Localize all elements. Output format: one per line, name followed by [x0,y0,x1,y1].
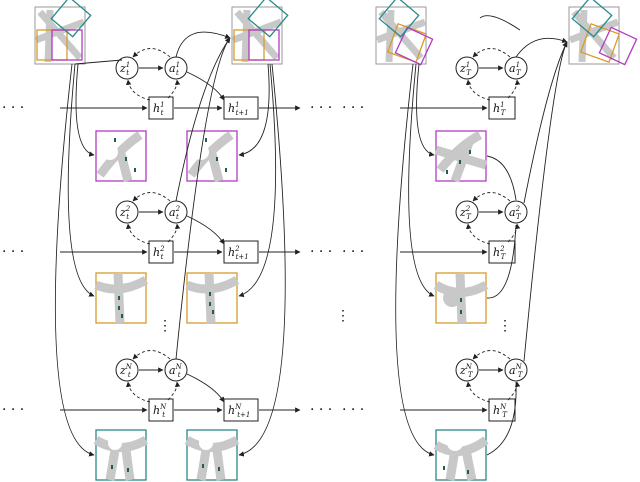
global-map-T [375,0,434,66]
svg-text:a2t: a2t [169,205,181,221]
h-label: h [153,102,160,115]
ellipsis-right-row2: · · · [342,244,364,260]
edges-left [54,31,301,457]
svg-text:h1T: h1T [493,101,507,117]
local-view-purple-t-plus-1 [186,130,238,183]
h-sup: 1 [160,101,164,109]
svg-text:aNT: aNT [509,363,524,379]
edges-right [395,15,568,457]
global-map-t [34,0,92,65]
svg-text:a1T: a1T [509,61,522,77]
local-view-orange-T [433,272,489,324]
svg-text:a2T: a2T [509,205,522,221]
ellipsis-right-row3: · · · [342,402,364,418]
svg-text:z2t: z2t [119,205,131,221]
vdots-middle: ⋮ [336,308,350,324]
vdots-left: ⋮ [158,318,172,334]
ellipsis-right-row1: · · · [342,100,364,116]
local-view-teal-t-plus-1 [184,429,240,481]
a-label: a [169,62,176,75]
z-sub: t [126,69,129,77]
svg-text:h2t+1: h2t+1 [228,245,249,261]
svg-text:hNT: hNT [493,403,508,419]
h2-sup: 1 [235,101,239,109]
local-view-purple-T [434,130,488,183]
svg-text:h2t: h2t [153,245,165,261]
svg-text:z1T: z1T [459,61,472,77]
svg-text:z2T: z2T [459,205,472,221]
h2-sub: t+1 [236,109,249,117]
svg-text:h2T: h2T [493,245,507,261]
svg-text:hNt: hNt [153,403,167,419]
local-view-purple-t [95,130,147,183]
local-view-teal-t [93,429,149,481]
h-sub: t [161,109,164,117]
ellipsis-left-row1: · · · [2,100,24,116]
local-view-orange-t [94,272,149,324]
local-view-orange-t-plus-1 [185,272,240,324]
global-map-T-final [568,0,638,66]
svg-text:hNt+1: hNt+1 [228,403,250,419]
svg-text:h1t+1: h1t+1 [228,101,249,117]
svg-text:aNt: aNt [169,363,183,379]
a-sup: 1 [176,61,180,69]
local-view-teal-T [433,429,489,481]
ellipsis-left-row2: · · · [2,244,24,260]
h2-label: h [228,102,235,115]
svg-text:a1t: a1t [169,61,180,77]
vdots-right: ⋮ [498,318,512,334]
svg-text:h1t: h1t [153,101,165,117]
ellipsis-left-row3: · · · [2,402,24,418]
ellipsis-mid-row1: · · · [310,100,332,116]
svg-text:z1t: z1t [119,61,130,77]
ellipsis-mid-row3: · · · [310,402,332,418]
z-sup: 1 [126,61,130,69]
z-label: z [119,62,126,75]
ellipsis-mid-row2: · · · [310,244,332,260]
global-map-t-plus-1 [231,0,289,65]
a-sub: t [176,69,179,77]
svg-text:zNt: zNt [119,363,133,379]
svg-text:zNT: zNT [459,363,474,379]
